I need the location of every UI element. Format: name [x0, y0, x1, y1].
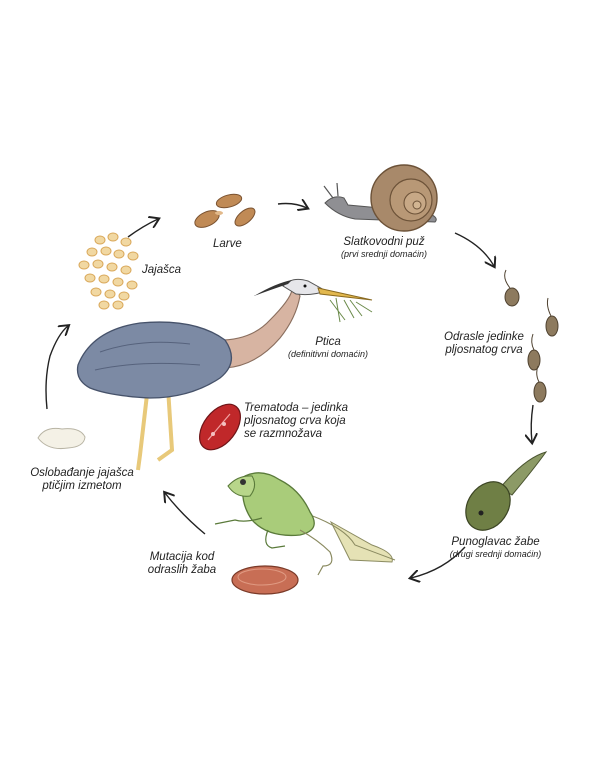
- label-release: Oslobađanje jajašca ptičjim izmetom: [22, 467, 142, 493]
- label-bird-text: Ptica: [315, 336, 341, 348]
- label-tadpole-text: Punoglavac žabe: [451, 536, 540, 548]
- arrow-frog-to-release: [165, 493, 206, 535]
- label-bird: Ptica (definitivni domaćin): [283, 336, 373, 360]
- adult-flukes: [504, 269, 559, 403]
- frog: [214, 472, 396, 576]
- label-larvae-text: Larve: [213, 238, 242, 250]
- eggs-cluster: [78, 232, 139, 310]
- arrow-tadpole-to-frog: [411, 546, 466, 578]
- heron: [76, 278, 373, 471]
- trematode: [199, 403, 241, 451]
- label-tadpole: Punoglavac žabe (drugi srednji domaćin): [433, 536, 558, 560]
- label-adults-text: Odrasle jedinke pljosnatog crva: [444, 331, 524, 356]
- label-frog: Mutacija kod odraslih žaba: [137, 551, 227, 577]
- frog-cyst: [231, 565, 299, 595]
- label-snail-sub: (prvi srednji domaćin): [340, 249, 428, 259]
- label-trematode-text: Trematoda – jedinka pljosnatog crva koja…: [244, 402, 348, 440]
- bird-droppings: [37, 427, 86, 449]
- arrow-release-to-eggs: [45, 326, 68, 410]
- label-frog-text: Mutacija kod odraslih žaba: [147, 551, 217, 576]
- label-larvae: Larve: [213, 238, 242, 251]
- arrow-snail-to-adults: [454, 232, 494, 266]
- label-eggs: Jajašca: [142, 264, 181, 277]
- label-release-text: Oslobađanje jajašca ptičjim izmetom: [30, 467, 134, 492]
- arrow-adults-to-tadpole: [531, 404, 533, 442]
- larvae: [194, 193, 256, 228]
- label-adults: Odrasle jedinke pljosnatog crva: [430, 331, 538, 357]
- arrow-larvae-to-snail: [277, 204, 307, 209]
- label-tadpole-sub: (drugi srednji domaćin): [449, 549, 542, 559]
- label-snail-text: Slatkovodni puž: [343, 236, 425, 248]
- arrow-eggs-to-larvae: [127, 219, 158, 238]
- label-trematode: Trematoda – jedinka pljosnatog crva koja…: [244, 402, 359, 441]
- cycle-arrows: [45, 204, 533, 579]
- label-bird-sub: (definitivni domaćin): [287, 349, 369, 359]
- snail: [323, 164, 438, 232]
- label-eggs-text: Jajašca: [142, 264, 181, 276]
- tadpole: [465, 451, 548, 531]
- label-snail: Slatkovodni puž (prvi srednji domaćin): [318, 236, 450, 260]
